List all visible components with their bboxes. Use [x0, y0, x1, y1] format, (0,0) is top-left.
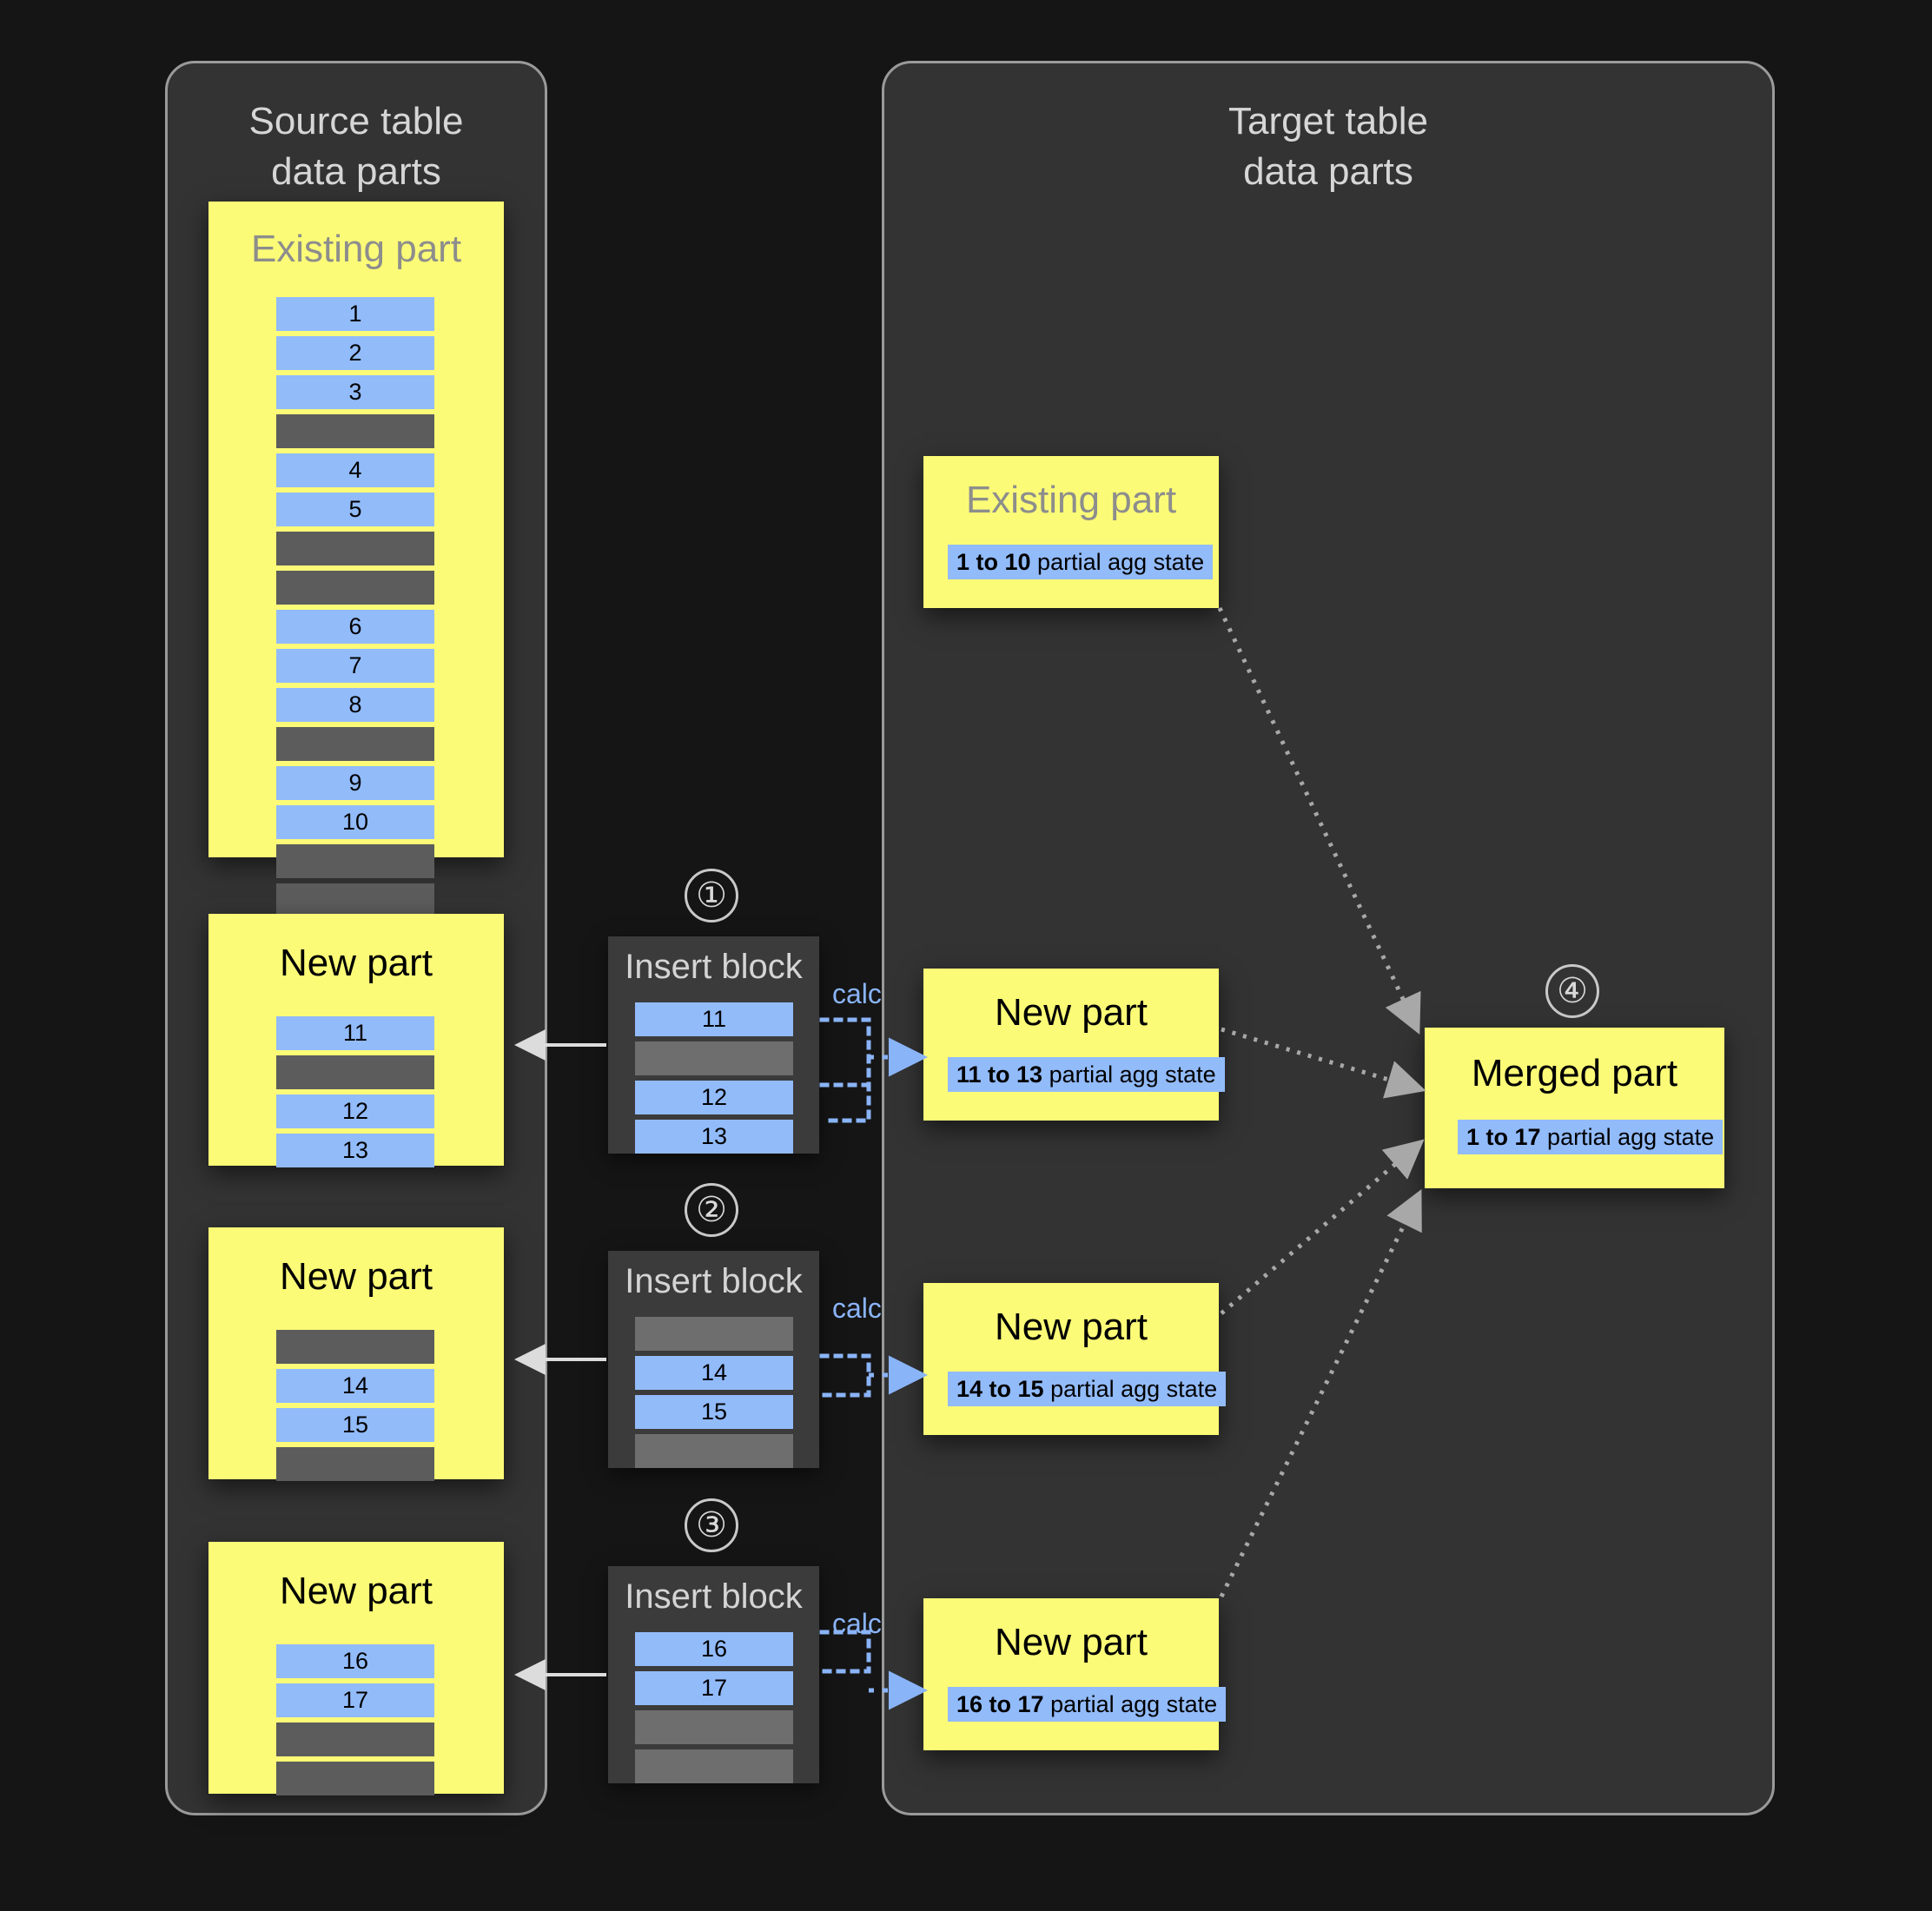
- data-row-empty: [635, 1317, 793, 1351]
- data-row: 16: [276, 1644, 434, 1678]
- calc-label-3: calc: [832, 1608, 882, 1639]
- insert-block-1: Insert block 11 12 13: [608, 936, 819, 1154]
- data-row-empty: [276, 727, 434, 761]
- data-row: 10: [276, 805, 434, 839]
- data-row-empty: [276, 1055, 434, 1089]
- step-marker-3: ③: [685, 1498, 738, 1552]
- source-new-part-1: New part 11 12 13: [208, 914, 504, 1167]
- data-row: 14: [635, 1356, 793, 1390]
- insert-block-3-title: Insert block: [625, 1577, 803, 1616]
- source-new-part-3: New part 16 17: [208, 1542, 504, 1795]
- target-panel-title: Target table data parts: [1228, 100, 1428, 193]
- insert-block-2-rows: 14 15: [635, 1317, 793, 1473]
- merged-part-state: 1 to 17 partial agg state: [1458, 1120, 1724, 1154]
- source-existing-part-title: Existing part: [250, 228, 462, 270]
- state-text: partial agg state: [1042, 1061, 1216, 1088]
- state-text: partial agg state: [1043, 1691, 1218, 1717]
- insert-block-1-rows: 11 12 13: [635, 1002, 793, 1159]
- calc-label-1: calc: [832, 978, 882, 1009]
- data-row-empty: [276, 532, 434, 565]
- data-row: 17: [276, 1683, 434, 1717]
- data-row-empty: [276, 1762, 434, 1795]
- insert-block-3-rows: 16 17: [635, 1632, 793, 1789]
- data-row: 8: [276, 688, 434, 722]
- state-text: partial agg state: [1043, 1376, 1218, 1402]
- data-row-empty: [276, 414, 434, 448]
- target-existing-part: Existing part 1 to 10 partial agg state: [923, 456, 1219, 608]
- state-range: 11 to 13: [956, 1061, 1043, 1088]
- target-new-part-2: New part 14 to 15 partial agg state: [923, 1283, 1227, 1435]
- calc-connector-1: [819, 1017, 871, 1123]
- target-new-part-3-state: 16 to 17 partial agg state: [948, 1687, 1227, 1722]
- target-new-part-1-state: 11 to 13 partial agg state: [948, 1057, 1225, 1092]
- data-row: 9: [276, 766, 434, 800]
- data-row-empty: [276, 883, 434, 917]
- source-existing-part-rows: 1 2 3 4 5 6 7 8 9 10: [276, 297, 434, 922]
- data-row: 4: [276, 453, 434, 487]
- data-row: 13: [276, 1134, 434, 1167]
- target-new-part-1-title: New part: [994, 991, 1148, 1034]
- data-row: 6: [276, 610, 434, 644]
- data-row-empty: [276, 844, 434, 878]
- data-row: 15: [276, 1408, 434, 1442]
- data-row: 17: [635, 1671, 793, 1705]
- data-row: 14: [276, 1369, 434, 1403]
- source-existing-part: Existing part 1 2 3 4 5 6 7 8 9 10: [208, 202, 504, 917]
- source-new-part-1-rows: 11 12 13: [276, 1016, 434, 1173]
- data-row: 3: [276, 375, 434, 409]
- target-new-part-3: New part 16 to 17 partial agg state: [923, 1598, 1227, 1750]
- source-new-part-1-title: New part: [279, 942, 433, 984]
- merged-part: Merged part 1 to 17 partial agg state: [1425, 1028, 1724, 1188]
- step-marker-4: ④: [1545, 964, 1599, 1018]
- data-row: 7: [276, 649, 434, 683]
- state-range: 16 to 17: [956, 1691, 1044, 1717]
- data-row-empty: [276, 571, 434, 605]
- calc-label-2: calc: [832, 1293, 882, 1324]
- insert-block-2: Insert block 14 15: [608, 1251, 819, 1468]
- data-row: 11: [635, 1002, 793, 1036]
- data-row-empty: [276, 1723, 434, 1756]
- target-existing-part-title: Existing part: [965, 479, 1177, 521]
- data-row: 16: [635, 1632, 793, 1666]
- data-row-empty: [276, 1330, 434, 1364]
- calc-connector-2: [819, 1353, 871, 1398]
- target-new-part-2-state: 14 to 15 partial agg state: [948, 1372, 1227, 1406]
- target-existing-part-state: 1 to 10 partial agg state: [948, 545, 1214, 579]
- data-row: 15: [635, 1395, 793, 1429]
- state-text: partial agg state: [1030, 549, 1205, 575]
- source-new-part-2: New part 14 15: [208, 1227, 504, 1481]
- target-new-part-1: New part 11 to 13 partial agg state: [923, 969, 1225, 1121]
- source-new-part-2-title: New part: [279, 1255, 433, 1298]
- state-text: partial agg state: [1540, 1124, 1715, 1150]
- step-marker-1: ①: [685, 869, 738, 922]
- data-row: 1: [276, 297, 434, 331]
- insert-block-1-title: Insert block: [625, 948, 803, 986]
- state-range: 1 to 10: [956, 549, 1031, 575]
- target-new-part-2-title: New part: [994, 1306, 1148, 1348]
- data-row-empty: [635, 1749, 793, 1783]
- merged-part-title: Merged part: [1471, 1052, 1678, 1094]
- state-range: 14 to 15: [956, 1376, 1044, 1402]
- source-new-part-3-rows: 16 17: [276, 1644, 434, 1801]
- data-row: 5: [276, 493, 434, 526]
- insert-block-3: Insert block 16 17: [608, 1566, 819, 1783]
- data-row-empty: [635, 1710, 793, 1744]
- data-row: 13: [635, 1120, 793, 1154]
- data-row: 2: [276, 336, 434, 370]
- data-row-empty: [635, 1041, 793, 1075]
- data-row-empty: [276, 1447, 434, 1481]
- insert-block-2-title: Insert block: [625, 1262, 803, 1300]
- data-row: 11: [276, 1016, 434, 1050]
- source-new-part-3-title: New part: [279, 1570, 433, 1612]
- data-row: 12: [635, 1081, 793, 1114]
- source-panel-title: Source table data parts: [248, 100, 464, 193]
- state-range: 1 to 17: [1466, 1124, 1541, 1150]
- data-row: 12: [276, 1094, 434, 1128]
- source-new-part-2-rows: 14 15: [276, 1330, 434, 1486]
- step-marker-2: ②: [685, 1183, 738, 1237]
- data-row-empty: [635, 1434, 793, 1468]
- target-new-part-3-title: New part: [994, 1621, 1148, 1663]
- target-table-panel: Target table data parts: [882, 61, 1775, 1815]
